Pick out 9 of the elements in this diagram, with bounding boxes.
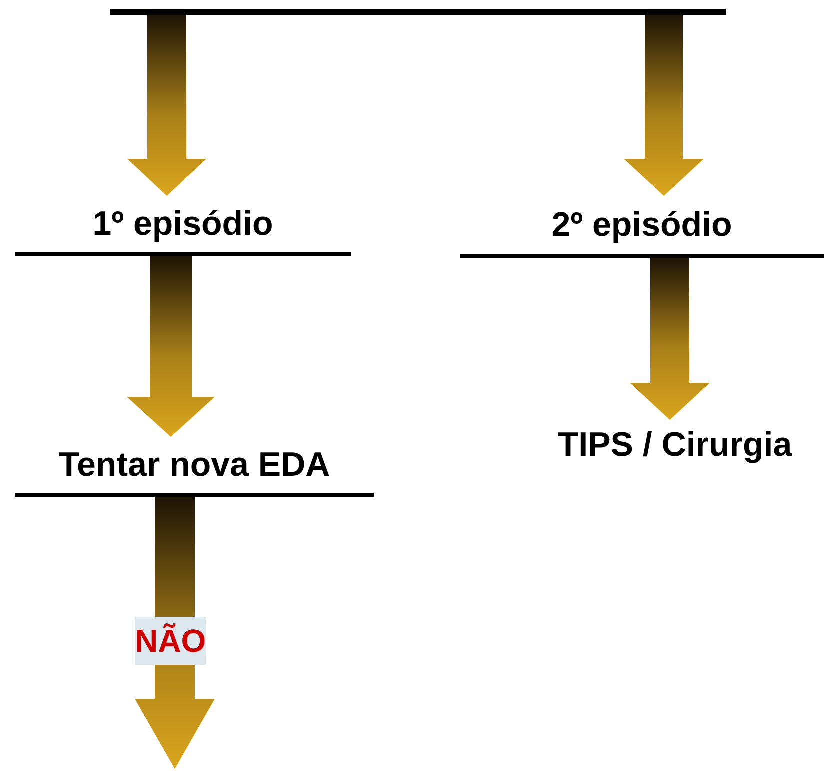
block-arrow (630, 258, 710, 420)
underlined-heading: 2º episódio (460, 196, 824, 258)
underlined-heading: 1º episódio (15, 196, 351, 256)
block-arrow (127, 256, 215, 437)
block-arrow (128, 15, 206, 196)
underlined-heading: Tentar nova EDA (15, 437, 374, 497)
heading-text: TIPS / Cirurgia (530, 420, 820, 470)
edge-label: NÃO (135, 617, 206, 665)
block-arrow (624, 15, 704, 196)
